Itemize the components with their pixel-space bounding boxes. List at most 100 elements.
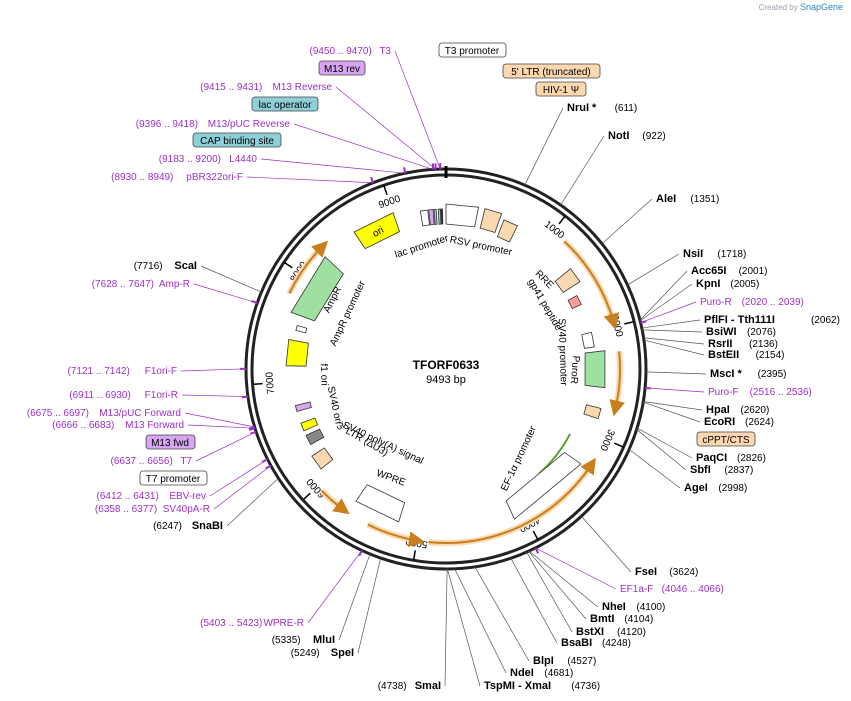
site-pos: (2837) [724, 465, 753, 476]
ltr3-block [311, 447, 334, 470]
site-m13-forward: M13 Forward(6666 .. 6683) [52, 420, 184, 431]
site-pos: (4046 .. 4066) [662, 584, 724, 595]
ampr-block [290, 256, 344, 322]
leader-bmti [528, 550, 587, 620]
tick-3000 [614, 442, 624, 448]
primer-mark-f1ori-r [241, 395, 249, 399]
site-noti: NotI(922) [608, 130, 666, 142]
site-pos: (1718) [717, 249, 746, 260]
leader-t7 [195, 431, 257, 462]
svg-text:5' LTR (truncated): 5' LTR (truncated) [511, 67, 591, 78]
lacop-block [433, 208, 438, 225]
leader-scai [200, 265, 262, 293]
site-puro-f: Puro-F(2516 .. 2536) [708, 387, 812, 398]
site-ef1a-f: EF1a-F(4046 .. 4066) [620, 584, 724, 595]
site-pos: (7121 .. 7142) [68, 366, 130, 377]
site-pos: (5249) [291, 648, 320, 659]
site-pos: (5403 .. 5423) [200, 618, 262, 629]
site-puro-r: Puro-R(2020 .. 2039) [700, 297, 804, 308]
box-hiv1-psi: HIV-1 Ψ [535, 81, 587, 97]
site-pos: (9415 .. 9431) [200, 82, 262, 93]
site-pos: (4104) [624, 614, 653, 625]
site-pos: (922) [642, 131, 665, 142]
site-name: NsiI [683, 248, 703, 260]
leader-bsabi [510, 558, 558, 644]
primer-mark-amp-r [251, 300, 258, 304]
site-pos: (6675 .. 6697) [27, 408, 89, 419]
tick-4000 [532, 530, 539, 541]
leader-m13-puc-reverse [293, 123, 434, 170]
site-tspmi-xmai: TspMI - XmaI(4736) [484, 680, 600, 692]
primer-mark-t7 [250, 430, 257, 435]
site-name: HpaI [706, 404, 730, 416]
leader-tspmi-xmai [447, 568, 481, 687]
feature-ori: ori [371, 225, 386, 240]
site-pos: (6911 .. 6930) [69, 390, 131, 401]
site-bsteii: BstEII(2154) [708, 349, 785, 361]
tick-label-7000: 7000 [264, 371, 277, 394]
site-pos: (9396 .. 9418) [136, 119, 198, 130]
site-labels: NruI *(611)NotI(922)AleI(1351)NsiI(1718)… [27, 46, 840, 692]
leader-wpre-r [307, 550, 363, 624]
site-pos: (1351) [690, 194, 719, 205]
site-name: EcoRI [704, 416, 735, 428]
sv40-promoter-block [581, 331, 595, 349]
site-name: SmaI [415, 680, 441, 692]
snapgene-logo: SnapGene [799, 2, 843, 12]
site-amp-r: Amp-R(7628 .. 7647) [92, 279, 190, 290]
tick-9000 [383, 184, 388, 195]
svg-text:CAP binding site: CAP binding site [200, 136, 274, 147]
ltr-block [496, 219, 519, 243]
tick-6000 [302, 492, 311, 501]
site-pos: (2076) [747, 327, 776, 338]
svg-text:M13 rev: M13 rev [324, 64, 360, 75]
m13rev-block [428, 209, 435, 226]
site-f1ori-r: F1ori-R(6911 .. 6930) [69, 390, 178, 401]
site-agei: AgeI(2998) [684, 482, 747, 494]
box-m13-fwd: M13 fwd [145, 434, 196, 450]
leader-puro-f [645, 387, 705, 393]
site-name: SbfI [690, 464, 711, 476]
primer-mark-puro-r [640, 320, 647, 324]
site-mlui: MluI(5335) [272, 634, 335, 646]
site-pos: (2136) [749, 339, 778, 350]
leader-kpni [639, 283, 693, 322]
orf-arc-5 [320, 489, 350, 515]
site-pos: (2620) [740, 405, 769, 416]
site-pos: (611) [615, 103, 638, 114]
site-name: NheI [602, 601, 626, 613]
leader-hpai [643, 401, 703, 411]
primer-mark-puro-f [645, 386, 652, 390]
site-name: SpeI [331, 647, 354, 659]
box-t7-promoter: T7 promoter [139, 470, 208, 486]
svg-text:HIV-1 Ψ: HIV-1 Ψ [543, 85, 579, 96]
leader-paqci [636, 427, 693, 459]
leader-ecori [643, 401, 701, 423]
site-name: F1ori-F [145, 366, 177, 377]
ori-block [353, 212, 401, 250]
primer-mark-sv40pa-r [265, 464, 272, 470]
orf-arc-6 [288, 240, 329, 294]
site-bstxi: BstXI(4120) [576, 626, 646, 638]
cap-block [437, 208, 442, 225]
site-name: MscI * [710, 368, 743, 380]
t3-promoter-block [445, 203, 480, 228]
site-sbfi: SbfI (2837) [690, 464, 753, 476]
leader-nhei [528, 550, 599, 608]
site-name: WPRE-R [263, 618, 304, 629]
site-ecori: EcoRI(2624) [704, 416, 774, 428]
leader-ndei [454, 568, 507, 674]
leader-smai [444, 568, 448, 687]
puror-block [584, 350, 606, 389]
feature-sv40-promoter: SV40 promoter [556, 318, 569, 386]
wpre-block [355, 484, 406, 523]
site-scai: ScaI(7716) [134, 260, 197, 272]
site-ndei: NdeI(4681) [510, 667, 573, 679]
site-bsiwi: BsiWI(2076) [706, 326, 776, 338]
primer-mark-l4440 [403, 167, 407, 174]
leader-sbfi [636, 429, 687, 471]
leader-sv40pa-r [213, 465, 272, 510]
leader-nrui [524, 107, 564, 186]
feature-sv40-poly-a-signal: SV40 poly(A) signal [341, 420, 425, 467]
leader-l4440 [260, 158, 406, 174]
